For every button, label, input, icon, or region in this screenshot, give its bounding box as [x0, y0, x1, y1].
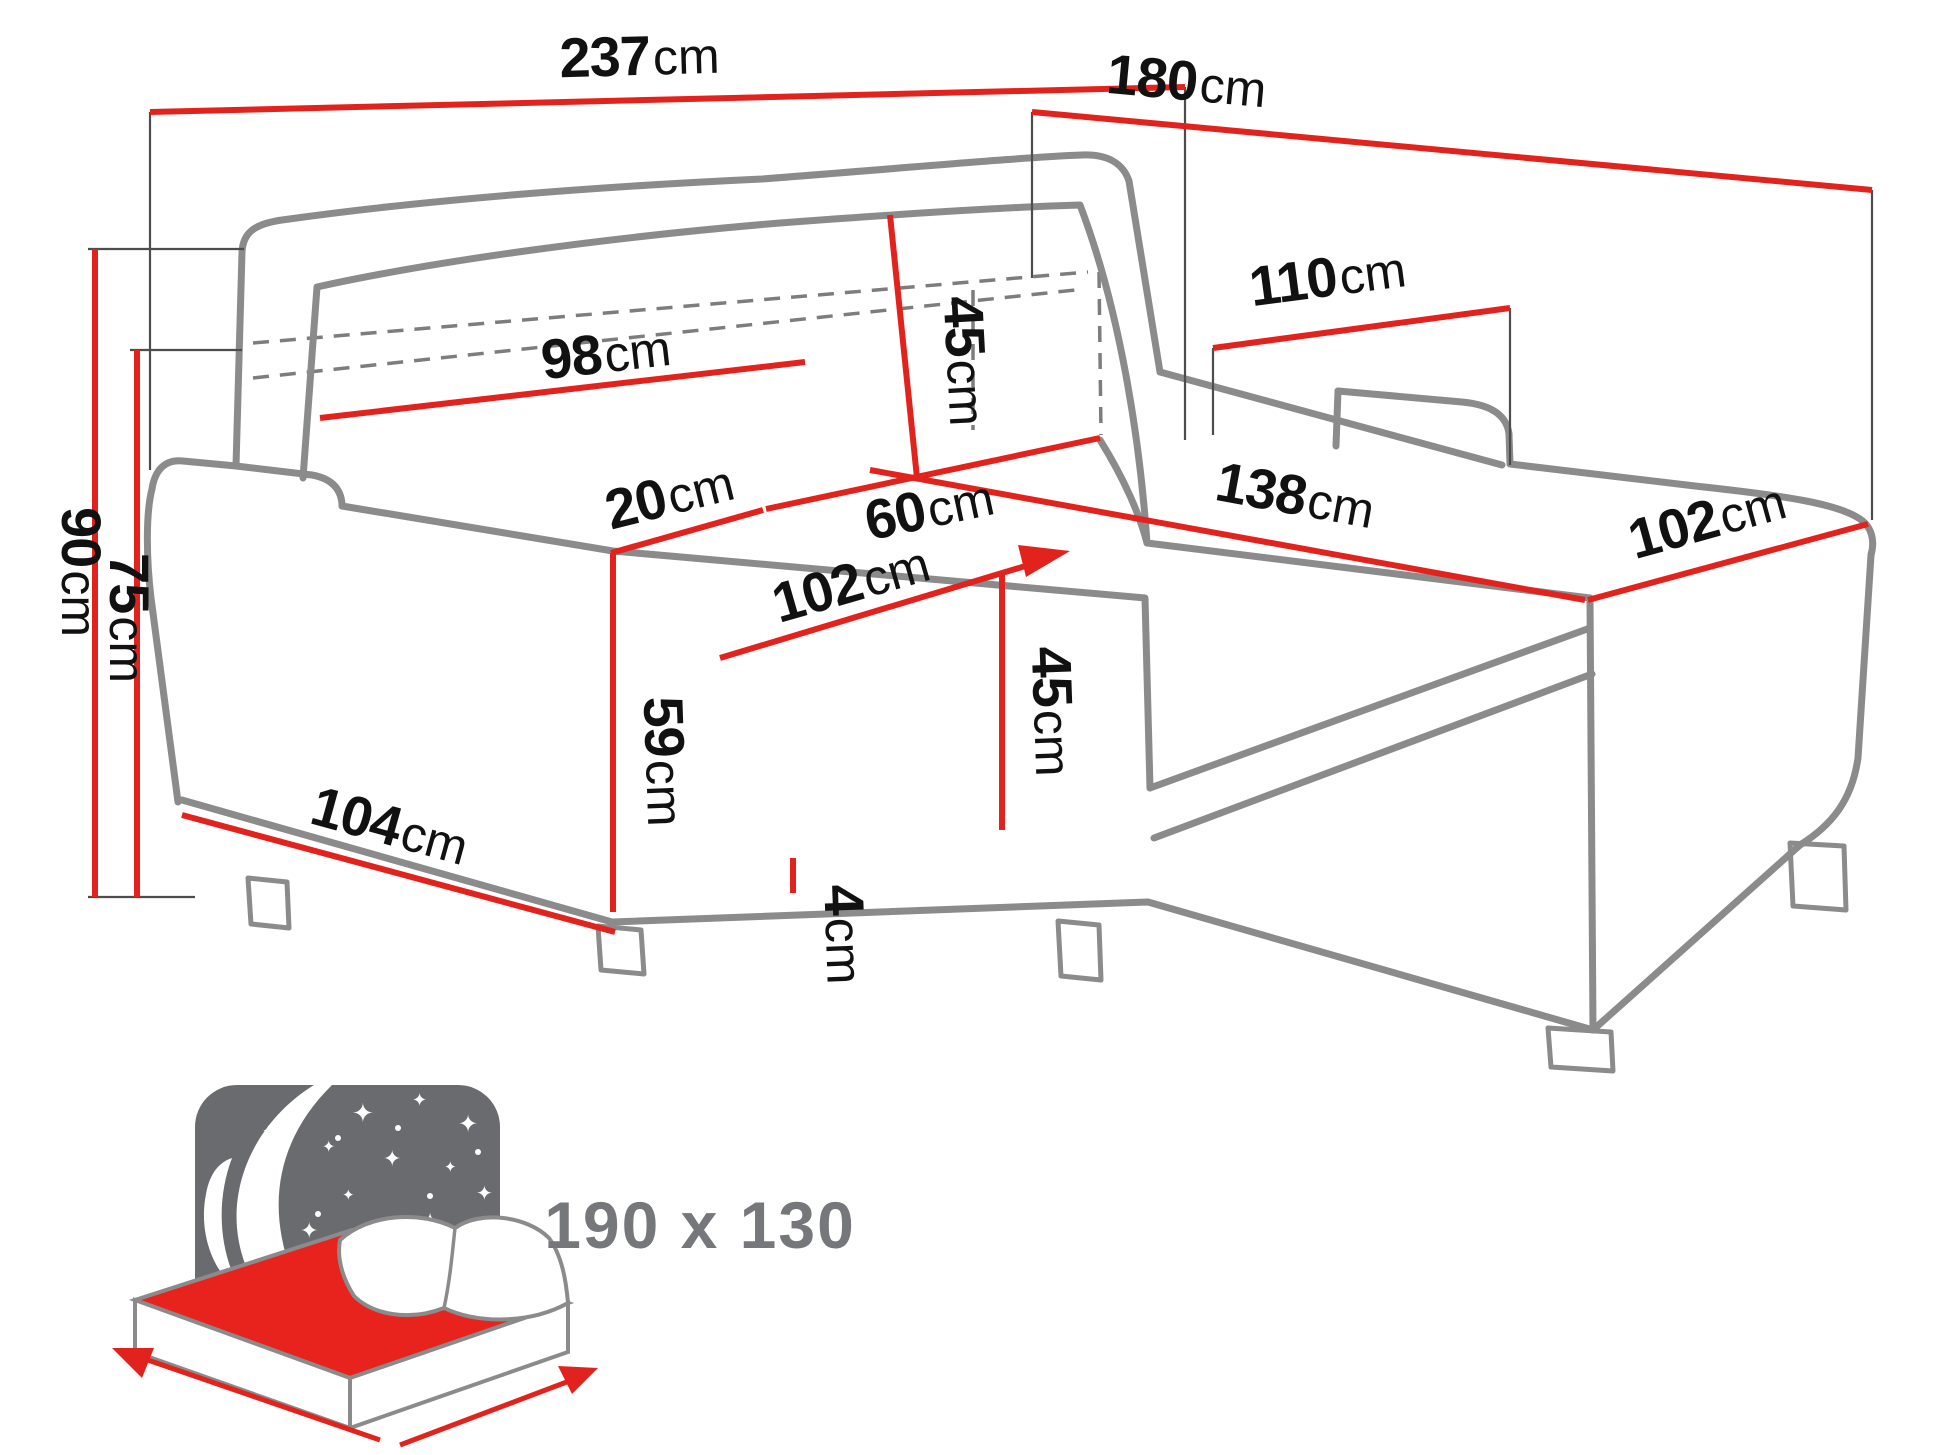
dim-label-chaise-back-width: 110cm: [1246, 235, 1410, 318]
dim-label-seat-height: 45cm: [1020, 645, 1087, 777]
dimension-labels: 237cm 180cm 110cm 98cm 45cm 20cm 60cm 13…: [50, 22, 1792, 986]
hidden-edge-top: [252, 270, 1089, 345]
bed-pillows: [337, 1214, 571, 1322]
dim-label-front-height: 59cm: [632, 695, 699, 827]
sofa-leg: [595, 923, 647, 977]
bed-size-label: 190 x 130: [544, 1188, 856, 1262]
back-cushion-edge: [299, 201, 1151, 547]
star-icon: ✦: [262, 1122, 275, 1140]
star-icon: ✦: [444, 1158, 457, 1176]
star-icon: ✦: [342, 1186, 355, 1204]
star-icon: [427, 1193, 433, 1199]
star-icon: ✦: [458, 1110, 478, 1138]
star-icon: ✦: [412, 1090, 427, 1111]
dim-label-chaise-length: 138cm: [1211, 449, 1380, 540]
seat-front-edge: [338, 502, 1154, 792]
chaise-back-top-edge: [1156, 368, 1506, 469]
star-icon: [395, 1125, 401, 1131]
dim-line-backrest-height: [887, 214, 920, 479]
star-icon: ✦: [476, 1181, 493, 1205]
dim-label-armrest-width: 20cm: [599, 449, 740, 542]
sofa-leg: [1055, 918, 1104, 983]
chaise-front-top-edge: [1146, 624, 1594, 792]
dim-label-backrest-height: 45cm: [932, 294, 1002, 427]
dim-line-chaise-back-width: [1212, 305, 1511, 351]
chaise-armrest-edge: [1334, 387, 1877, 559]
dim-line-overall-width: [149, 84, 1186, 115]
sofa-leg: [245, 875, 292, 931]
chaise-cushion-front-edge: [1096, 436, 1594, 602]
arrowhead-icon: [558, 1366, 598, 1394]
sofa-leg: [1545, 1025, 1616, 1074]
hidden-bed-box: [252, 270, 1103, 436]
arrowhead-icon: [112, 1348, 154, 1378]
dim-label-total-height: 90cm: [50, 507, 113, 637]
dim-line-corner-seat-depth: [765, 435, 1101, 512]
armrest-inner-edge: [232, 462, 346, 510]
sleep-function-icon: ✦ ✦ ✦ ✦ ✦ ✦ ✦ ✦ ✦ ✦ ✦ ✦ ✦ ✦ ✦ ✦: [0, 1085, 856, 1448]
dim-label-overall-width: 237cm: [559, 22, 721, 89]
sofa-bottom-edge: [178, 796, 1804, 1034]
sofa-legs: [245, 840, 1849, 1074]
dim-line-chaise-width: [1587, 521, 1869, 603]
pillow-seam: [442, 1227, 457, 1309]
star-icon: ✦: [352, 1099, 374, 1129]
fold-out-bed-icon: [112, 1214, 598, 1448]
dim-line-seat-width: [719, 555, 1053, 661]
hidden-edge-bottom: [252, 288, 1076, 380]
crescent-moon-icon: [203, 1158, 242, 1292]
hidden-edge-right: [1097, 271, 1103, 436]
star-icon: ✦: [322, 1137, 335, 1156]
star-icon: [335, 1135, 341, 1141]
chaise-front-corner-edge: [1586, 594, 1597, 1034]
dim-line-chaise-length: [869, 467, 1586, 603]
dim-label-corner-seat-depth: 60cm: [859, 464, 999, 553]
star-icon: ✦: [300, 1219, 318, 1244]
chaise-right-edge: [1796, 551, 1875, 849]
star-icon: [0, 1207, 3, 1213]
dim-line-backrest-width: [319, 359, 806, 421]
extension-lines: [88, 87, 1874, 899]
sofa-outline-drawing: [143, 151, 1877, 1034]
dim-line-armrest-width: [610, 507, 764, 556]
chaise-front-seam: [1150, 670, 1596, 842]
star-icon: ✦: [383, 1147, 401, 1172]
sofa-back-silhouette: [143, 151, 1164, 806]
sofa-leg: [1787, 840, 1849, 913]
dim-line-side-depth: [181, 812, 616, 935]
dim-label-leg-height: 4cm: [812, 883, 878, 985]
dim-label-backrest-width: 98cm: [538, 314, 674, 391]
star-icon: [475, 1149, 481, 1155]
dim-label-overall-depth: 180cm: [1104, 42, 1269, 120]
star-icon: [315, 1211, 321, 1217]
arrowhead-icon: [1018, 545, 1070, 577]
bed-width-arrow-icon: [141, 1355, 381, 1443]
bed-length-arrow-icon: [399, 1377, 573, 1448]
dimension-lines: [92, 84, 1873, 935]
chaise-armrest-side: [1332, 387, 1342, 450]
dim-line-overall-depth: [1031, 109, 1873, 193]
bed-mattress-side: [348, 1300, 570, 1431]
dim-label-back-section-height: 75cm: [98, 553, 161, 683]
